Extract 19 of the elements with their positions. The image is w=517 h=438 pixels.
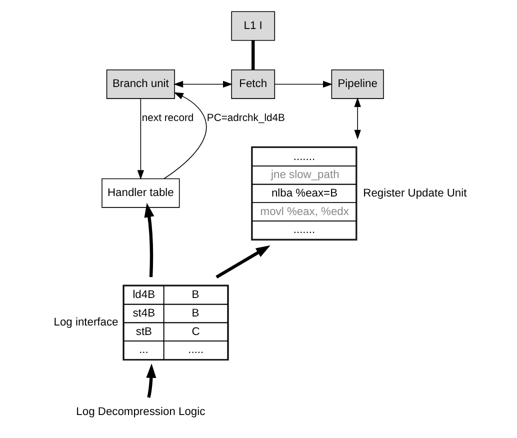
arrow (137, 98, 144, 180)
edge-label: PC=adrchk_ld4B (206, 113, 285, 124)
node-box: Branch unit (106, 69, 175, 99)
node-box: Pipeline (331, 69, 384, 99)
node-label: Log interface (54, 316, 118, 329)
arrow (216, 245, 270, 278)
arrow (144, 202, 154, 278)
node-box: Handler table (102, 178, 180, 208)
arrow (164, 92, 207, 180)
edge-label: next record (142, 113, 194, 124)
node-label: Register Update Unit (363, 187, 467, 200)
node-box: Fetch (231, 69, 276, 99)
connector (252, 40, 255, 70)
node-box: L1 I (231, 11, 276, 41)
arrow (274, 80, 333, 88)
arrow (354, 97, 361, 140)
arrow (174, 80, 233, 88)
node-text: Log Decompression Logic (76, 406, 206, 418)
arrow (146, 364, 156, 398)
